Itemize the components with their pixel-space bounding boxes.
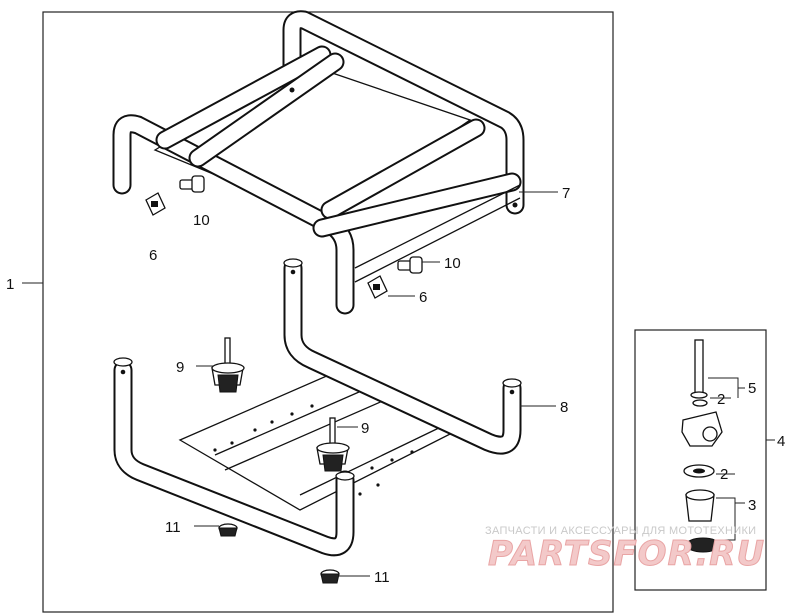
bolt-right-drawing [397,256,423,274]
callout-mount-center: 9 [361,420,369,437]
callout-mount-left: 9 [176,359,184,376]
cap-bottom-drawing [320,569,340,584]
callout-washer-2: 2 [720,466,728,483]
callout-bolt: 5 [748,380,756,397]
upper-frame-drawing [112,10,525,315]
callout-cap-left: 11 [165,519,181,536]
callout-bolt-left: 10 [193,212,210,229]
lower-frame-drawing [113,258,522,557]
mount-left-drawing [211,337,245,393]
callout-nut-right: 6 [419,289,427,306]
nut-left-drawing [145,192,166,216]
leader-lines [22,191,775,577]
callout-lower-frame: 8 [560,399,568,416]
main-assembly-frame [42,11,614,613]
watermark-caption: ЗАПЧАСТИ И АКСЕССУАРЫ ДЛЯ МОТОТЕХНИКИ [485,525,756,537]
bolt-left-drawing [179,175,205,193]
mount-center-drawing [316,417,350,472]
callout-side-assembly: 4 [777,433,785,450]
nut-right-drawing [367,275,388,299]
callout-collar: 3 [748,497,756,514]
callout-nut-left: 6 [149,247,157,264]
callout-bolt-right: 10 [444,255,461,272]
callout-main-assembly: 1 [6,276,14,293]
callout-washer: 2 [717,391,725,408]
callout-upper-frame: 7 [562,185,570,202]
side-assembly-frame [634,329,767,591]
cap-left-drawing [218,523,238,537]
callout-cap-bottom: 11 [374,569,390,586]
side-parts-drawing [681,339,723,553]
watermark-site: PARTSFOR.RU [488,534,765,574]
